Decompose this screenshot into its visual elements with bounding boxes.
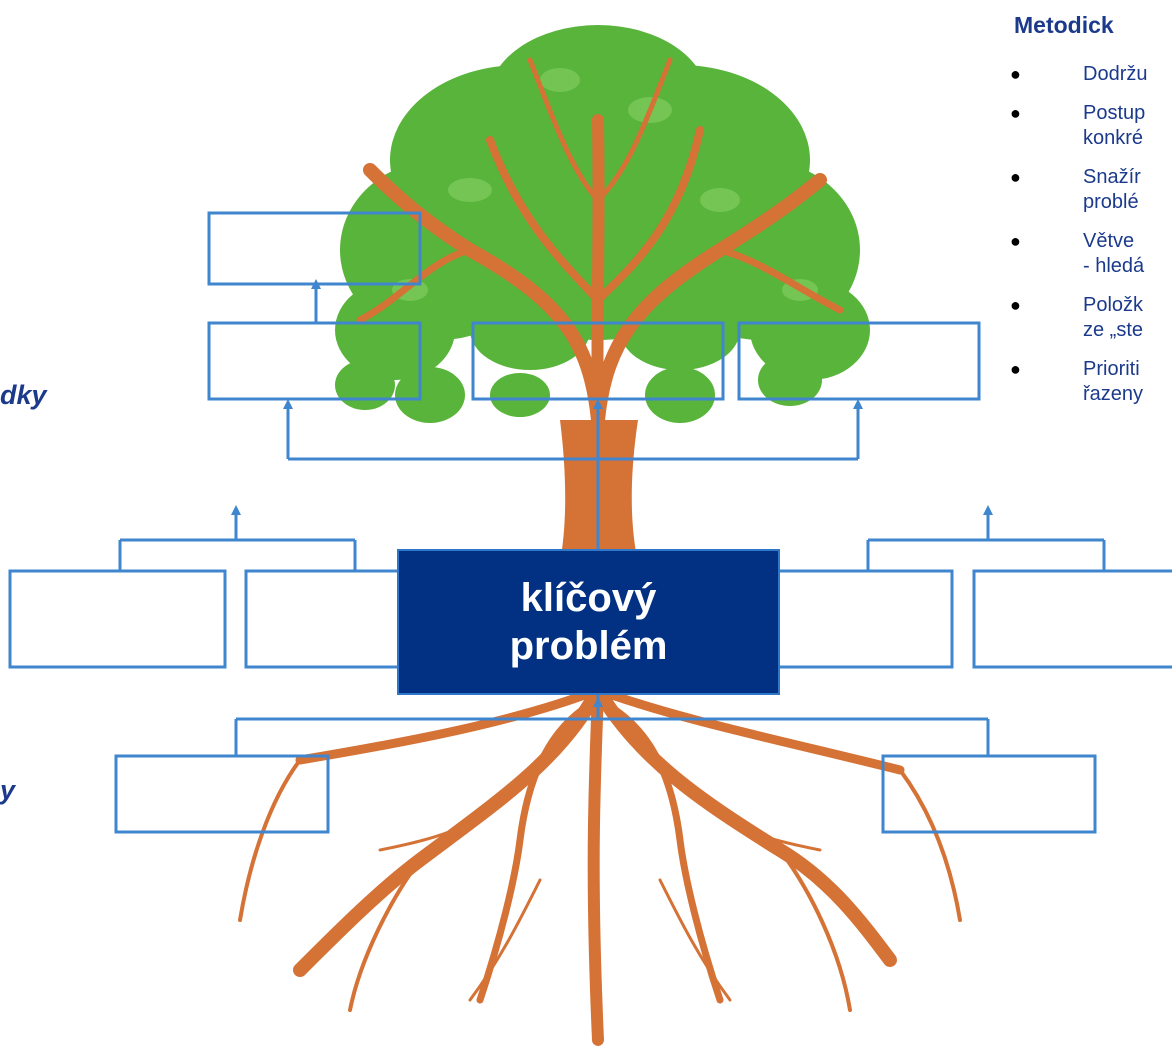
note-line-1: Dodržu [1083, 63, 1148, 85]
root-box-1 [8, 569, 227, 669]
key-problem-line1: klíčový [520, 576, 657, 620]
note-item: ● Postup konkré [1008, 101, 1172, 151]
note-line-1: Prioriti [1083, 358, 1140, 380]
note-item: ● Dodržu [1008, 62, 1172, 87]
note-item: ● Prioriti řazeny [1008, 357, 1172, 407]
bullet-icon: ● [1010, 359, 1021, 379]
tree-branches [356, 57, 844, 427]
root-box-left [114, 754, 330, 834]
note-line-2: problé [1083, 191, 1139, 213]
key-problem-box: klíčový problém [397, 549, 780, 695]
note-item: ● Položk ze „ste [1008, 293, 1172, 343]
note-line-2: ze „ste [1083, 319, 1144, 341]
branch-box-left [207, 321, 422, 401]
branch-box-center [471, 321, 725, 401]
root-box-5 [972, 569, 1172, 669]
tree-roots [238, 683, 962, 1046]
branch-box-top [207, 211, 422, 286]
root-box-right [881, 754, 1097, 834]
bullet-icon: ● [1010, 103, 1021, 123]
side-label-upper: dky [0, 380, 47, 410]
note-line-1: Postup [1083, 102, 1146, 124]
note-item: ● Snažír problé [1008, 165, 1172, 215]
note-line-1: Snažír [1083, 166, 1141, 188]
note-line-2: řazeny [1083, 383, 1144, 405]
key-problem-line2: problém [509, 624, 668, 668]
note-line-1: Větve [1083, 230, 1135, 252]
note-line-2: konkré [1083, 127, 1144, 149]
bullet-icon: ● [1010, 231, 1021, 251]
bullet-icon: ● [1010, 64, 1021, 84]
note-item: ● Větve - hledá [1008, 229, 1172, 279]
note-line-1: Položk [1083, 294, 1144, 316]
side-label-lower: y [0, 775, 16, 805]
panel-title: Metodick [1014, 12, 1114, 38]
bullet-icon: ● [1010, 167, 1021, 187]
connector-arrows [231, 279, 993, 707]
notes-list: ● Dodržu ● Postup konkré ● Snažír problé… [1008, 62, 1172, 421]
branch-box-right [737, 321, 981, 401]
connector-lines [118, 284, 1106, 756]
bullet-icon: ● [1010, 295, 1021, 315]
note-line-2: - hledá [1083, 255, 1145, 277]
